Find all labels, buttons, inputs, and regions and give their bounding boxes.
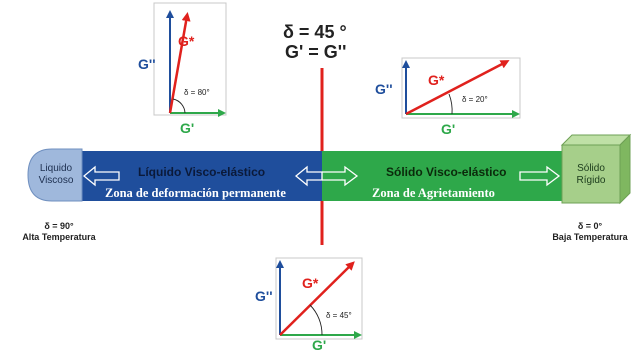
band-left-title: Líquido Visco-elástico xyxy=(138,165,266,179)
band-green xyxy=(322,151,562,201)
angle-label: δ = 80° xyxy=(184,88,210,97)
vector-panel-top-left xyxy=(153,2,227,116)
liquid-end-label-line1: Liquido xyxy=(39,163,73,174)
angle-label: δ = 20° xyxy=(462,95,488,104)
g-prime-label: G' xyxy=(180,120,194,136)
liquid-end-label-line2: Viscoso xyxy=(38,175,74,186)
angle-arc xyxy=(172,98,186,114)
g-prime-label: G' xyxy=(441,121,455,137)
angle-arc xyxy=(448,93,453,115)
left-caption-temperature: Alta Temperatura xyxy=(22,232,96,242)
solid-end-front xyxy=(561,144,621,204)
zone-right-label: Zona de Agrietamiento xyxy=(372,186,495,200)
band-arrow-center-right xyxy=(322,165,359,187)
g-star-label: G* xyxy=(428,72,445,88)
right-caption-delta: δ = 0° xyxy=(577,221,603,231)
vector-panel-top-right xyxy=(401,57,521,119)
g-star-vector xyxy=(405,60,510,116)
liquid-end-shape xyxy=(27,148,83,202)
band-arrow-right xyxy=(519,165,561,187)
solid-end-top xyxy=(560,134,632,146)
solid-end-side xyxy=(619,133,631,205)
right-caption: δ = 0° Baja Temperatura xyxy=(540,221,640,243)
liquid-end-label: Liquido Viscoso xyxy=(32,163,80,187)
band-arrow-center-left xyxy=(294,165,323,187)
right-caption-temperature: Baja Temperatura xyxy=(552,232,628,242)
center-equality-label: G' = G'' xyxy=(285,42,347,62)
solid-end-label-line2: Rígido xyxy=(576,175,606,186)
center-delta-label: δ = 45 ° xyxy=(283,22,347,42)
solid-end-label-line1: Sólido xyxy=(577,163,605,174)
band-blue xyxy=(80,151,322,201)
angle-label: δ = 45° xyxy=(326,311,352,320)
g-double-prime-label: G'' xyxy=(255,288,273,304)
band-right-title: Sólido Visco-elástico xyxy=(386,165,507,179)
g-double-prime-label: G'' xyxy=(375,81,393,97)
zone-left-label: Zona de deformación permanente xyxy=(105,186,286,200)
g-star-vector xyxy=(279,261,355,336)
g-star-label: G* xyxy=(178,33,195,49)
g-star-label: G* xyxy=(302,275,319,291)
band-arrow-left xyxy=(82,165,120,187)
g-double-prime-label: G'' xyxy=(138,56,156,72)
left-caption: δ = 90° Alta Temperatura xyxy=(4,221,114,243)
left-caption-delta: δ = 90° xyxy=(44,221,74,231)
angle-arc xyxy=(309,304,323,336)
solid-end-label: Sólido Rígido xyxy=(562,163,620,187)
g-prime-label: G' xyxy=(312,337,326,353)
g-star-vector xyxy=(168,12,191,114)
